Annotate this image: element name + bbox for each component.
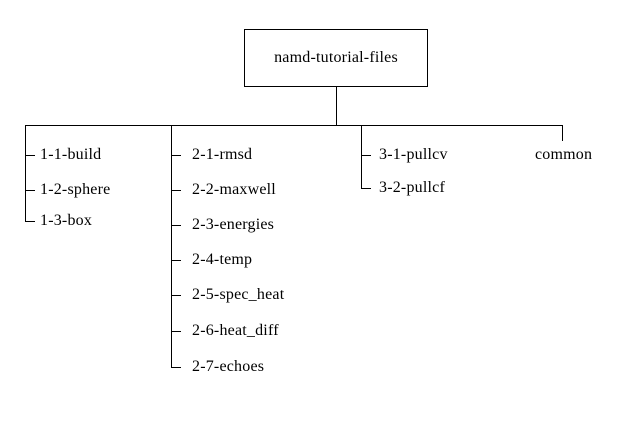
branch-2-tick-7 [171,367,181,368]
branch-3-tick-1 [361,155,371,156]
node-1-1-build: 1-1-build [40,146,102,163]
node-1-3-box: 1-3-box [40,212,93,229]
root-folder-label: namd-tutorial-files [274,49,398,66]
branch-2-tick-5 [171,295,181,296]
node-2-4-temp: 2-4-temp [192,251,253,268]
root-folder-box: namd-tutorial-files [244,29,428,87]
node-2-7-echoes: 2-7-echoes [192,358,265,375]
node-2-5-spec-heat: 2-5-spec_heat [192,286,285,303]
branch-2-vertical-line [171,125,172,368]
node-2-2-maxwell: 2-2-maxwell [192,181,276,198]
main-horizontal-connector-line [25,125,563,126]
branch-3-vertical-line [361,125,362,189]
node-2-1-rmsd: 2-1-rmsd [192,146,253,163]
branch-2-tick-2 [171,190,181,191]
branch-2-tick-3 [171,225,181,226]
node-2-3-energies: 2-3-energies [192,216,275,233]
branch-1-tick-1 [25,155,35,156]
branch-2-tick-6 [171,331,181,332]
common-stub-connector-line [562,125,563,141]
node-3-1-pullcv: 3-1-pullcv [379,146,448,163]
node-2-6-heat-diff: 2-6-heat_diff [192,322,279,339]
node-common: common [535,146,593,163]
branch-2-tick-4 [171,260,181,261]
root-stem-connector-line [336,87,337,125]
branch-1-tick-3 [25,221,35,222]
branch-2-tick-1 [171,155,181,156]
node-3-2-pullcf: 3-2-pullcf [379,179,445,196]
branch-1-tick-2 [25,190,35,191]
branch-1-vertical-line [25,125,26,222]
branch-3-tick-2 [361,188,371,189]
node-1-2-sphere: 1-2-sphere [40,181,111,198]
